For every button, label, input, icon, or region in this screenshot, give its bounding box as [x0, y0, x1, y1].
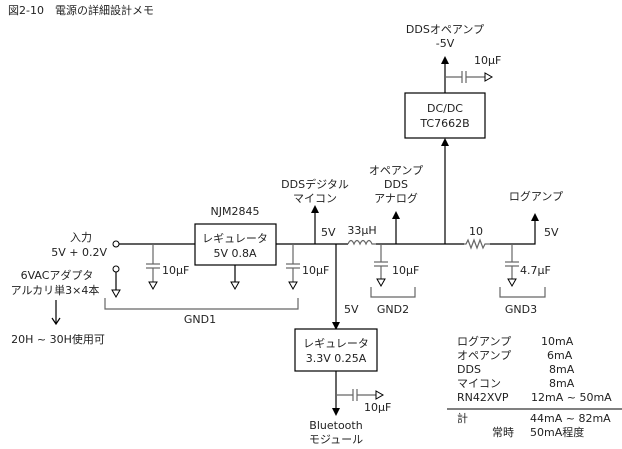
resistor [464, 238, 490, 250]
ground-icon [111, 289, 121, 299]
runtime-arrow [51, 300, 61, 326]
regulator2-block [294, 328, 378, 372]
input-label: 入力 [70, 231, 92, 244]
dcdc-output-capacitor-value: 10μF [474, 54, 501, 67]
dds-opamp-negative-label: DDSオペアンプ [406, 23, 484, 36]
opamp-label: オペアンプ [369, 164, 423, 177]
table-row-name: オペアンプ [457, 349, 511, 362]
lc-filter-capacitor-value: 10μF [392, 264, 419, 277]
table-row-name: DDS [457, 363, 481, 376]
dcdc-output-arrow [441, 56, 449, 64]
table-row-name: マイコン [457, 377, 501, 390]
logamp-5v-label: 5V [544, 226, 559, 239]
dds-digital-label: DDSデジタル [281, 177, 349, 191]
rail-5v-label: 5V [321, 226, 336, 239]
table-row-current: 8mA [549, 363, 575, 376]
negative-5v-label: -5V [436, 37, 455, 50]
regulator1-part-number: NJM2845 [211, 205, 260, 218]
regulator2-rating: 3.3V 0.25A [306, 352, 367, 365]
inductor-value: 33μH [347, 224, 376, 237]
ground-icon [376, 278, 386, 288]
input-negative-terminal [112, 265, 120, 273]
regulator1-title: レギュレータ [202, 232, 268, 245]
regulator1-rating: 5V 0.8A [213, 247, 257, 260]
mcu-label: マイコン [293, 192, 337, 205]
regulator2-title: レギュレータ [303, 337, 369, 350]
dcdc-output-capacitor [445, 71, 494, 83]
ground-icon [288, 281, 298, 291]
source-adapter-label: 6VACアダプタ [21, 268, 94, 282]
inductor [347, 239, 376, 246]
figure-title: 図2-10 電源の詳細設計メモ [8, 3, 154, 17]
dcdc-part-number: TC7662B [419, 117, 469, 130]
dcdc-converter-block [404, 92, 486, 139]
source-battery-label: アルカリ単3×4本 [11, 283, 100, 297]
gnd3-bracket [499, 287, 546, 298]
gnd1-label: GND1 [184, 313, 216, 326]
logamp-output-arrow [531, 213, 539, 221]
total-label: 計 [457, 411, 468, 425]
opamp-analog-output-arrow [392, 211, 400, 244]
regulator1-output-capacitor-value: 10μF [302, 264, 329, 277]
gnd2-bracket [370, 287, 416, 298]
input-capacitor-value: 10μF [162, 264, 189, 277]
dds-digital-output-arrow [311, 205, 319, 244]
analog-label: アナログ [374, 191, 418, 205]
table-row-current: 10mA [541, 335, 574, 348]
dcdc-title: DC/DC [427, 102, 463, 115]
table-row-name: RN42XVP [457, 391, 509, 404]
total-value: 44mA ~ 82mA [530, 412, 611, 425]
input-positive-terminal [112, 240, 120, 248]
gnd1-bracket [104, 298, 299, 310]
lc-filter-capacitor [374, 244, 388, 288]
table-row-name: ログアンプ [457, 334, 511, 348]
current-budget-table: ログアンプ 10mA オペアンプ 6mA DDS 8mA マイコン 8mA RN… [447, 334, 622, 439]
dcdc-input-arrow [441, 138, 449, 146]
regulator2-output-capacitor-value: 10μF [364, 401, 391, 414]
regulator2-output-capacitor [336, 389, 385, 401]
resistor-value: 10 [469, 225, 483, 238]
ground-icon [148, 281, 158, 291]
dds-label: DDS [384, 178, 408, 191]
bluetooth-output-arrow [332, 408, 340, 416]
logamp-rail [490, 220, 536, 245]
table-row-current: 12mA ~ 50mA [531, 391, 612, 404]
ground-icon [507, 278, 517, 288]
input-voltage-label: 5V + 0.2V [51, 246, 107, 259]
bluetooth-label: Bluetooth [309, 419, 362, 432]
regulator1-output-capacitor [286, 244, 300, 291]
gnd3-label: GND3 [505, 303, 537, 316]
table-row-current: 8mA [549, 377, 575, 390]
gnd2-label: GND2 [377, 303, 409, 316]
branch-5v-label: 5V [344, 303, 359, 316]
ground-icon [230, 281, 240, 291]
ground-icon [375, 390, 385, 400]
logamp-label: ログアンプ [509, 189, 563, 203]
ground-icon [484, 72, 494, 82]
runtime-note: 20H ~ 30H使用可 [11, 333, 105, 346]
module-label: モジュール [309, 433, 363, 446]
regulator2-input-arrow [332, 322, 340, 330]
rc-filter-capacitor-value: 4.7μF [520, 264, 551, 277]
typical-label: 常時 [492, 426, 514, 439]
table-row-current: 6mA [547, 349, 573, 362]
typical-value: 50mA程度 [530, 425, 584, 439]
input-capacitor [146, 244, 160, 291]
rc-filter-capacitor [505, 244, 519, 288]
